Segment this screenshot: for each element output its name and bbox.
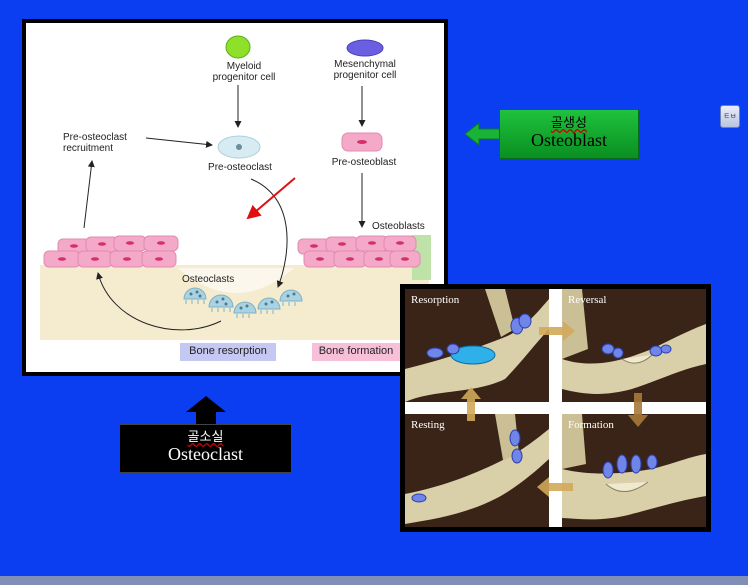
reversal-quadrant: Reversal [562, 289, 706, 402]
osteoblast-layer-right [297, 235, 421, 268]
myeloid-label: Myeloid progenitor cell [212, 61, 276, 83]
bone-resorption-label: Bone resorption [189, 345, 267, 357]
formation-title: Formation [568, 419, 614, 431]
osteoblast-label-box: 골생성 Osteoblast [499, 109, 639, 159]
black-up-arrow-icon [186, 396, 226, 426]
mesenchymal-cell [346, 39, 384, 57]
mesenchymal-label: Mesenchymal progenitor cell [333, 59, 397, 81]
bottom-strip [0, 576, 748, 585]
resorption-title: Resorption [411, 294, 460, 306]
diagram-graphics [40, 35, 431, 361]
bone-tissue [40, 265, 429, 340]
osteoclasts-label: Osteoclasts [182, 274, 235, 285]
formation-quadrant: Formation [562, 414, 706, 527]
osteoblasts-label: Osteoblasts [372, 221, 425, 232]
bone-formation-legend-bg [312, 343, 400, 361]
osteoblast-korean: 골생성 [551, 115, 587, 130]
osteoclast-english: Osteoclast [168, 444, 243, 464]
small-button[interactable]: ㅌㅂ [720, 105, 740, 128]
green-arrow-icon [465, 121, 501, 147]
horizontal-divider [405, 402, 706, 414]
pre-osteoblast-label: Pre-osteoblast [331, 157, 397, 168]
arrow-up-icon [461, 387, 481, 421]
resting-quadrant: Resting [405, 414, 549, 527]
myeloid-cell [225, 35, 251, 59]
reversal-title: Reversal [568, 294, 607, 306]
recruitment-label: Pre-osteoclast recruitment [63, 132, 127, 154]
arrow-right-icon [539, 321, 575, 341]
remodeling-cycle-panel: Resorption Reversal [400, 284, 711, 532]
pre-osteoclast-label: Pre-osteoclast [208, 162, 272, 173]
red-arrow [246, 177, 296, 220]
osteoblast-english: Osteoblast [531, 130, 607, 150]
osteoblast-layer-left [43, 235, 179, 268]
bone-resorption-legend-bg [180, 343, 276, 361]
osteoclast-cells [183, 287, 303, 318]
arrow-left-icon [537, 477, 573, 497]
resting-title: Resting [411, 419, 445, 431]
bone-formation-label: Bone formation [318, 345, 394, 357]
resorption-quadrant: Resorption [405, 289, 549, 402]
resorption-pit [178, 268, 294, 293]
bone-remodeling-diagram: Myeloid progenitor cell Mesenchymal prog… [22, 19, 448, 376]
osteoclast-korean: 골소실 [187, 429, 224, 444]
osteoclast-label-box: 골소실 Osteoclast [119, 424, 292, 473]
green-side [412, 235, 431, 280]
arrow-down-icon [628, 393, 648, 427]
